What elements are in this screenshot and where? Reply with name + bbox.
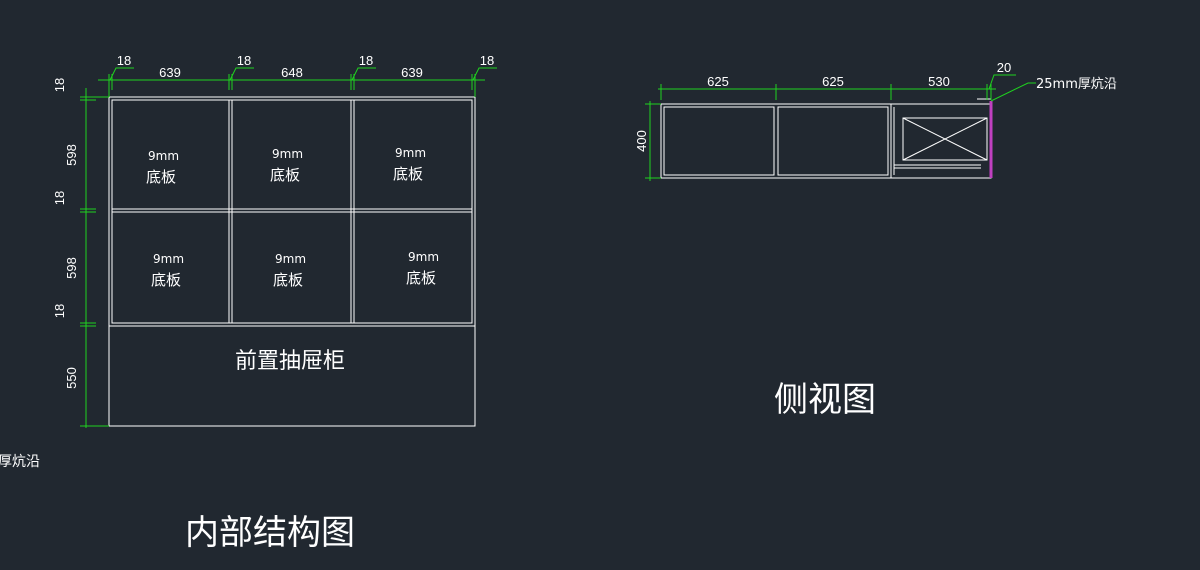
dimension-text: 18 [52,304,67,318]
panel-label: 底板 [273,271,303,289]
edge-strip-note: 25mm厚炕沿 [1036,77,1117,92]
panel-label: 底板 [146,168,176,186]
bottom-panel-label: 9mm 底板 [393,146,426,183]
front-view-title: 内部结构图 [185,513,355,553]
dimension-text: 18 [52,191,67,205]
dimension-text: 18 [359,53,373,68]
panel-thickness-label: 9mm [153,252,184,266]
panel-label: 底板 [270,166,300,184]
panel-label: 底板 [393,165,423,183]
side-compartment [663,106,775,176]
side-top-dimension: 625 625 530 20 [658,60,1016,100]
panel-thickness-label: 9mm [408,250,439,264]
panel-thickness-label: 9mm [272,147,303,161]
edge-note-leader [990,82,1036,102]
dimension-text: 18 [480,53,494,68]
panel-thickness-label: 9mm [395,146,426,160]
bottom-panel-label: 9mm 底板 [270,147,303,184]
side-compartment [777,106,889,176]
dimension-leader [351,67,376,81]
dimension-text: 550 [64,367,79,389]
dimension-leader [988,74,1016,90]
dimension-text: 20 [997,60,1011,75]
panel-label: 底板 [406,269,436,287]
dimension-text: 639 [401,65,423,80]
front-left-dimension: 18 598 18 598 18 550 [52,78,109,428]
dimension-text: 598 [64,144,79,166]
side-drawer-cross [902,117,988,161]
dimension-text: 400 [634,130,649,152]
side-drawer-box [902,117,988,161]
bottom-panel-label: 9mm 底板 [151,252,184,289]
side-view-title: 侧视图 [774,380,876,420]
side-view: 625 625 530 20 400 25mm厚炕沿 侧视图 [634,60,1117,420]
front-view: 9mm 底板 9mm 底板 9mm 底板 9mm 底板 9mm 底板 9mm 底… [52,53,497,553]
dimension-text: 18 [117,53,131,68]
panel-thickness-label: 9mm [275,252,306,266]
dimension-leader [229,67,254,81]
dimension-text: 625 [707,74,729,89]
panel-label: 底板 [151,271,181,289]
bottom-panel-label: 9mm 底板 [146,149,179,186]
bottom-panel-label: 9mm 底板 [406,250,439,287]
dimension-text: 18 [52,78,67,92]
dimension-leader [472,67,497,81]
drawer-label: 前置抽屉柜 [235,349,345,374]
panel-thickness-label: 9mm [148,149,179,163]
dimension-text: 625 [822,74,844,89]
bottom-panel-label: 9mm 底板 [273,252,306,289]
dimension-text: 648 [281,65,303,80]
dimension-leader [109,67,134,81]
dimension-text: 598 [64,257,79,279]
dimension-text: 530 [928,74,950,89]
clipped-edge-note: 厚炕沿 [0,454,40,470]
dimension-text: 18 [237,53,251,68]
side-height-dimension: 400 [634,101,661,181]
front-outer-frame [108,96,476,427]
front-top-dimension: 18 639 18 648 18 639 18 [98,53,497,97]
dimension-text: 639 [159,65,181,80]
